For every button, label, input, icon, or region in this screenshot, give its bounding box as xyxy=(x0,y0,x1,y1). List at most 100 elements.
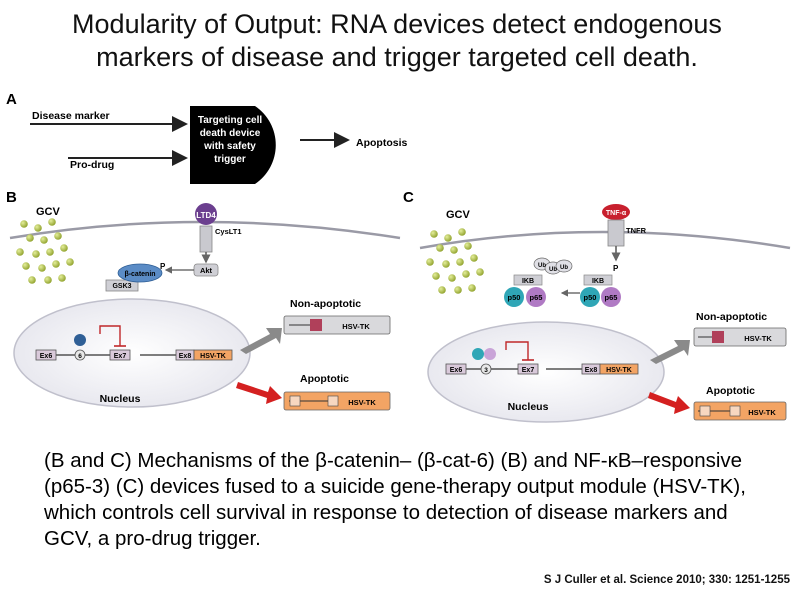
panel-c-receptor xyxy=(607,219,625,247)
panel-c-ub-label-3: Ub xyxy=(560,265,568,271)
panel-c-exon-6 xyxy=(445,363,467,375)
panel-b-gcv-dots xyxy=(16,218,74,284)
panel-c-gcv-dot xyxy=(450,246,458,254)
panel-c-p65-right xyxy=(601,287,621,307)
slide-title: Modularity of Output: RNA devices detect… xyxy=(0,8,794,74)
panel-c-apop-module-label: HSV-TK xyxy=(748,408,776,417)
panel-c-ikb-left-label: IKB xyxy=(522,278,534,285)
panel-c-hsv-tk xyxy=(599,363,639,375)
panel-c-ub-label-1: Ub xyxy=(538,263,546,269)
panel-c-p50-left-label: p50 xyxy=(508,293,521,302)
panel-b-ltd4-ligand xyxy=(195,203,217,225)
panel-b-red-arrow xyxy=(236,382,282,404)
panel-b-letter: B xyxy=(6,189,17,206)
panel-c-apop-exon-2 xyxy=(729,405,741,417)
panel-b-gcv-dot xyxy=(34,224,42,232)
panel-b-gcv-dot xyxy=(20,220,28,228)
panel-c-exon-6-label: Ex6 xyxy=(450,367,463,374)
panel-c-p50-left xyxy=(504,287,524,307)
panel-b-gsk3 xyxy=(105,279,139,292)
panel-c-gcv-dots xyxy=(426,228,484,294)
panel-c-p50-right xyxy=(580,287,600,307)
panel-b-exon-7 xyxy=(109,349,131,361)
panel-b-bound-protein xyxy=(74,334,86,346)
panel-c-nonapop-module-label: HSV-TK xyxy=(744,334,772,343)
panel-c-hsv-tk-label: HSV-TK xyxy=(606,367,632,374)
device-label-4: trigger xyxy=(214,154,246,165)
panel-b-receptor xyxy=(199,225,213,253)
panel-c-ikb-right-label: IKB xyxy=(592,278,604,285)
panel-c-gray-arrow xyxy=(650,340,690,364)
panel-c-membrane xyxy=(419,230,791,250)
panel-c-bound-p50 xyxy=(472,348,484,360)
panel-c-gcv-dot xyxy=(442,260,450,268)
panel-c-gcv-dot xyxy=(468,284,476,292)
panel-b-gcv-dot xyxy=(48,218,56,226)
panel-b-gcv-dot xyxy=(54,232,62,240)
title-line-2: markers of disease and trigger targeted … xyxy=(96,42,698,72)
panel-b-gcv-dot xyxy=(60,244,68,252)
panel-c-apoptotic-label: Apoptotic xyxy=(706,385,755,397)
panel-c-nucleus xyxy=(427,321,665,423)
panel-b-hsv-tk xyxy=(193,349,233,361)
panel-b-exon-8-label: Ex8 xyxy=(179,353,192,360)
panel-c-gcv-dot xyxy=(448,274,456,282)
panel-b: B GCV LTD4 CysLT1 Akt P GSK3 β-catenin N… xyxy=(6,189,401,411)
panel-c-exon-8-label: Ex8 xyxy=(585,367,598,374)
panel-b-nonapoptotic-label: Non-apoptotic xyxy=(290,298,361,310)
panel-b-apop-module-label: HSV-TK xyxy=(348,398,376,407)
device-block xyxy=(190,106,276,184)
panel-c-gcv-dot xyxy=(438,286,446,294)
figure-svg: A Disease marker Pro-drug Targeting cell… xyxy=(6,91,791,423)
panel-b-hsv-tk-label: HSV-TK xyxy=(200,353,226,360)
panel-b-beta-catenin-label: β-catenin xyxy=(124,271,155,278)
panel-c-gcv-label: GCV xyxy=(446,209,471,221)
pro-drug-label: Pro-drug xyxy=(70,159,114,171)
panel-c-p65-right-label: p65 xyxy=(605,293,618,302)
panel-b-gray-arrow xyxy=(240,328,282,354)
panel-b-gcv-dot xyxy=(40,236,48,244)
panel-c-p50-right-label: p50 xyxy=(584,293,597,302)
panel-c-ikb-left xyxy=(513,274,543,286)
panel-c-gcv-dot xyxy=(476,268,484,276)
panel-c-p65-left-label: p65 xyxy=(530,293,543,302)
panel-b-aptamer xyxy=(74,349,86,361)
panel-c-exon-7-label: Ex7 xyxy=(522,367,535,374)
panel-b-gcv-dot xyxy=(16,248,24,256)
panel-b-akt-label: Akt xyxy=(200,266,213,275)
panel-c-gcv-dot xyxy=(436,244,444,252)
panel-c-exon-7 xyxy=(517,363,539,375)
panel-c-gcv-dot xyxy=(458,228,466,236)
panel-c-apop-exon-1 xyxy=(699,405,711,417)
figure: A Disease marker Pro-drug Targeting cell… xyxy=(0,88,794,438)
panel-c-ub-3 xyxy=(555,259,573,273)
panel-c-gcv-dot xyxy=(430,230,438,238)
panel-b-gcv-dot xyxy=(46,248,54,256)
panel-b-gsk3-label: GSK3 xyxy=(112,283,131,290)
title-line-1: Modularity of Output: RNA devices detect… xyxy=(72,9,722,39)
apoptosis-label: Apoptosis xyxy=(356,137,407,149)
panel-c-nonapop-exon xyxy=(712,331,724,343)
panel-c-phospho: P xyxy=(613,264,619,273)
panel-b-beta-catenin xyxy=(117,263,163,283)
figure-caption: (B and C) Mechanisms of the β-catenin– (… xyxy=(44,449,746,550)
panel-c-gcv-dot xyxy=(456,258,464,266)
panel-c-receptor-label: TNFR xyxy=(626,226,647,235)
panel-c-gcv-dot xyxy=(432,272,440,280)
panel-c-gcv-dot xyxy=(464,242,472,250)
panel-c-gcv-dot xyxy=(470,254,478,262)
panel-b-nucleus xyxy=(13,298,251,408)
panel-b-gcv-dot xyxy=(26,234,34,242)
panel-b-gcv-dot xyxy=(32,250,40,258)
panel-c-ubiquitin-chain: Ub Ub Ub xyxy=(533,257,573,275)
panel-c-gcv-dot xyxy=(462,270,470,278)
panel-c-ikb-right xyxy=(583,274,613,286)
panel-b-gcv-dot xyxy=(58,274,66,282)
panel-c-nucleus-label: Nucleus xyxy=(508,401,549,413)
panel-b-gcv-dot xyxy=(22,262,30,270)
panel-c: C GCV TNF-α TNFR P Ub Ub Ub IKB p50 p65 … xyxy=(403,189,791,423)
panel-c-p65-left xyxy=(526,287,546,307)
panel-b-receptor-label: CysLT1 xyxy=(215,227,242,236)
panel-c-gcv-dot xyxy=(454,286,462,294)
panel-b-exon-6 xyxy=(35,349,57,361)
